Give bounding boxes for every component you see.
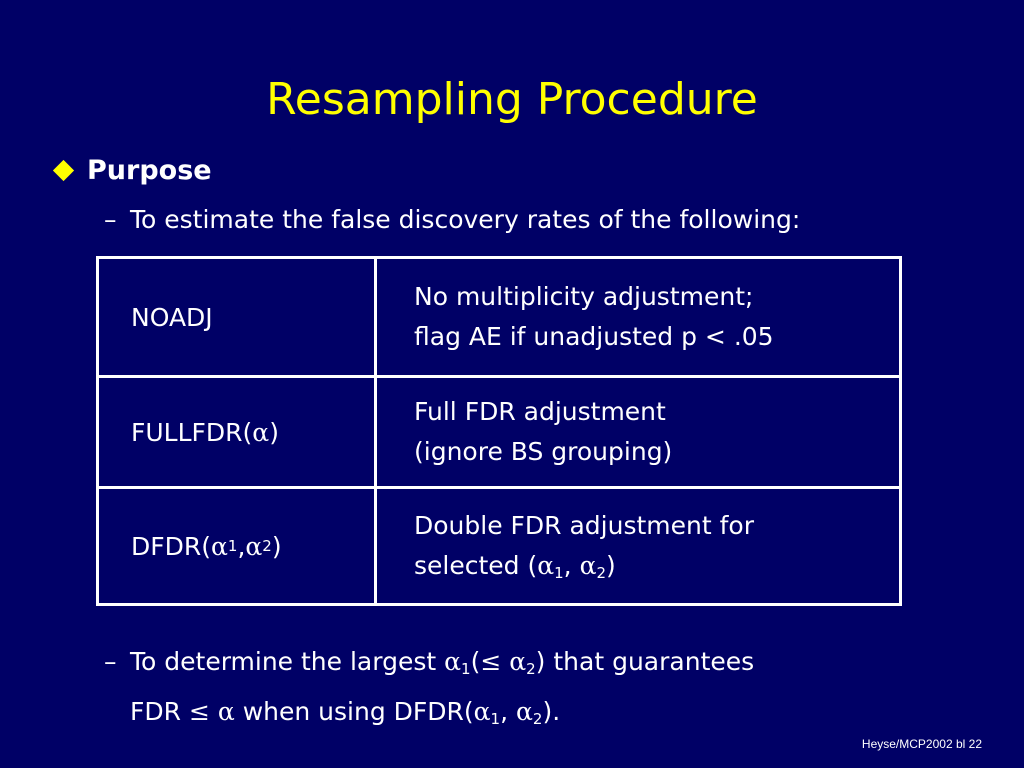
dash-marker: – [104, 205, 117, 234]
dash-item-text: To estimate the false discovery rates of… [130, 205, 801, 234]
alpha-symbol: α [211, 531, 228, 561]
alpha-symbol: α [444, 647, 462, 676]
table-cell-description: Double FDR adjustment for selected (α1, … [377, 489, 899, 603]
description-line: selected (α1, α2) [414, 551, 616, 582]
alpha-symbol: α [473, 697, 491, 726]
alpha-symbol: α [509, 647, 527, 676]
bullet-purpose: Purpose [52, 152, 212, 188]
diamond-bullet-icon [52, 159, 75, 181]
slide-footer: Heyse/MCP2002 bl 22 [861, 737, 982, 751]
dash-marker: – [104, 647, 117, 676]
table-cell-method: NOADJ [99, 259, 377, 375]
bullet-label: Purpose [87, 154, 212, 186]
description-line: flag AE if unadjusted p < .05 [414, 322, 774, 351]
leq-symbol: ≤ [188, 697, 210, 726]
alpha-symbol: α [217, 697, 235, 726]
description-line: No multiplicity adjustment; [414, 282, 754, 311]
alpha-symbol: α [516, 697, 533, 726]
description-line: Double FDR adjustment for [414, 511, 754, 540]
description-line: Full FDR adjustment [414, 397, 666, 426]
table-cell-description: No multiplicity adjustment; flag AE if u… [377, 259, 899, 375]
table-row: FULLFDR(α) Full FDR adjustment (ignore B… [99, 378, 899, 489]
dash-item-line: FDR ≤ α when using DFDR(α1, α2). [130, 697, 561, 728]
table-row: NOADJ No multiplicity adjustment; flag A… [99, 259, 899, 378]
table-cell-description: Full FDR adjustment (ignore BS grouping) [377, 378, 899, 486]
slide-title: Resampling Procedure [266, 74, 758, 125]
leq-symbol: ≤ [480, 647, 502, 676]
alpha-symbol: α [252, 417, 270, 447]
table-cell-method: FULLFDR(α) [99, 378, 377, 486]
methods-table: NOADJ No multiplicity adjustment; flag A… [96, 256, 902, 606]
dash-item-line: –To determine the largest α1(≤ α2) that … [104, 647, 755, 678]
dash-item-estimate: –To estimate the false discovery rates o… [104, 203, 800, 237]
alpha-symbol: α [245, 531, 263, 561]
dash-item-determine: –To determine the largest α1(≤ α2) that … [104, 645, 754, 729]
description-line: (ignore BS grouping) [414, 437, 673, 466]
